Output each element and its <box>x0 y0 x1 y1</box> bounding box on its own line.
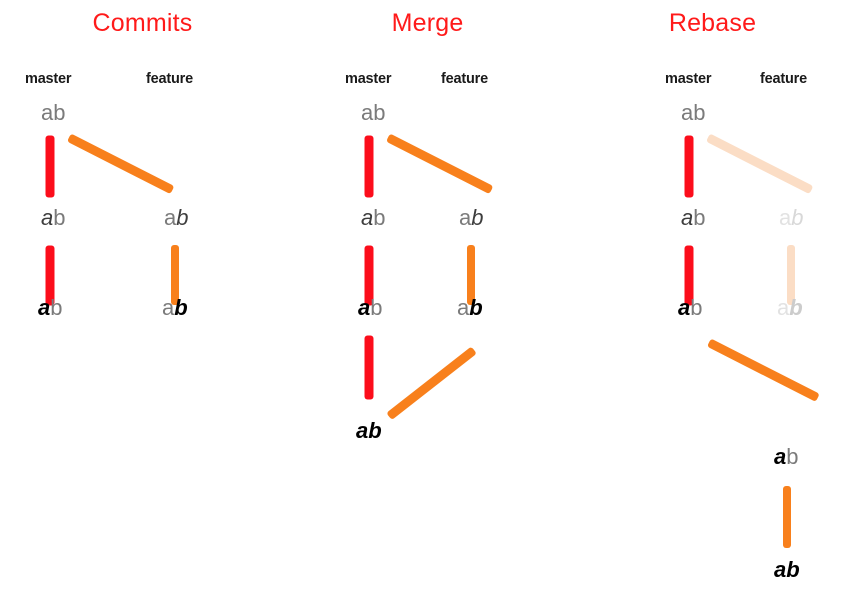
commit-char-b: b <box>53 100 66 125</box>
commit-node: ab <box>774 559 800 581</box>
commit-char-a: a <box>164 205 177 230</box>
panel-title-merge: Merge <box>391 9 464 37</box>
commit-char-b: b <box>693 205 706 230</box>
commit-char-b: b <box>469 295 483 320</box>
edge-master-1 <box>45 135 55 198</box>
commit-node: ab <box>361 207 386 229</box>
commit-char-b: b <box>53 205 66 230</box>
commit-node: ab <box>681 102 706 124</box>
commit-char-b: b <box>370 295 383 320</box>
commit-node-faded: ab <box>777 297 803 319</box>
commit-char-b: b <box>373 100 386 125</box>
commit-node: ab <box>681 207 706 229</box>
commit-node: ab <box>457 297 483 319</box>
commit-node: ab <box>356 420 382 442</box>
edge-branch-to-feature <box>66 133 175 195</box>
commit-char-a: a <box>162 295 175 320</box>
edge-old-branch-faded <box>705 133 814 195</box>
panel-title-commits: Commits <box>92 9 193 37</box>
branch-label-feature: feature <box>760 71 807 87</box>
commit-char-a: a <box>777 295 790 320</box>
commit-char-b: b <box>176 205 189 230</box>
commit-node: ab <box>41 207 66 229</box>
commit-node: ab <box>358 297 383 319</box>
branch-label-feature: feature <box>441 71 488 87</box>
commit-char-b: b <box>791 205 804 230</box>
branch-label-master: master <box>25 71 72 87</box>
edge-master-1 <box>364 135 374 198</box>
edge-feature-replayed <box>783 486 791 548</box>
branch-label-feature: feature <box>146 71 193 87</box>
panel-title-rebase: Rebase <box>668 9 757 37</box>
edge-master-3 <box>364 335 374 400</box>
commit-char-b: b <box>50 295 63 320</box>
commit-char-b: b <box>786 444 799 469</box>
panel-rebase: Rebase master feature ab ab ab ab ab ab … <box>570 0 855 606</box>
panel-commits: Commits master feature ab ab ab ab ab <box>0 0 285 606</box>
commit-char-b: b <box>789 295 803 320</box>
commit-node: ab <box>162 297 188 319</box>
commit-char-a: a <box>678 295 691 320</box>
commit-node: ab <box>361 102 386 124</box>
commit-char-b: b <box>174 295 188 320</box>
commit-char-a: a <box>356 418 369 443</box>
edge-rebase-replay <box>706 338 820 402</box>
commit-char-a: a <box>358 295 371 320</box>
commit-char-b: b <box>690 295 703 320</box>
commit-char-a: a <box>459 205 472 230</box>
commit-char-b: b <box>368 418 382 443</box>
commit-char-a: a <box>38 295 51 320</box>
branch-label-master: master <box>345 71 392 87</box>
commit-char-b: b <box>786 557 800 582</box>
commit-char-b: b <box>471 205 484 230</box>
edge-merge-into-master <box>386 346 477 421</box>
commit-char-b: b <box>373 205 386 230</box>
commit-char-a: a <box>41 100 54 125</box>
commit-char-a: a <box>681 205 694 230</box>
edge-branch-to-feature <box>385 133 494 195</box>
commit-node: ab <box>459 207 484 229</box>
commit-char-a: a <box>774 444 787 469</box>
commit-char-a: a <box>457 295 470 320</box>
commit-node: ab <box>41 102 66 124</box>
commit-node: ab <box>164 207 189 229</box>
panel-merge: Merge master feature ab ab ab ab ab ab <box>285 0 570 606</box>
commit-char-a: a <box>681 100 694 125</box>
commit-node-faded: ab <box>779 207 804 229</box>
commit-char-a: a <box>361 205 374 230</box>
commit-node: ab <box>38 297 63 319</box>
commit-char-b: b <box>693 100 706 125</box>
commit-char-a: a <box>361 100 374 125</box>
commit-char-a: a <box>779 205 792 230</box>
commit-node: ab <box>678 297 703 319</box>
commit-char-a: a <box>774 557 787 582</box>
commit-char-a: a <box>41 205 54 230</box>
branch-label-master: master <box>665 71 712 87</box>
commit-node: ab <box>774 446 799 468</box>
edge-master-1 <box>684 135 694 198</box>
